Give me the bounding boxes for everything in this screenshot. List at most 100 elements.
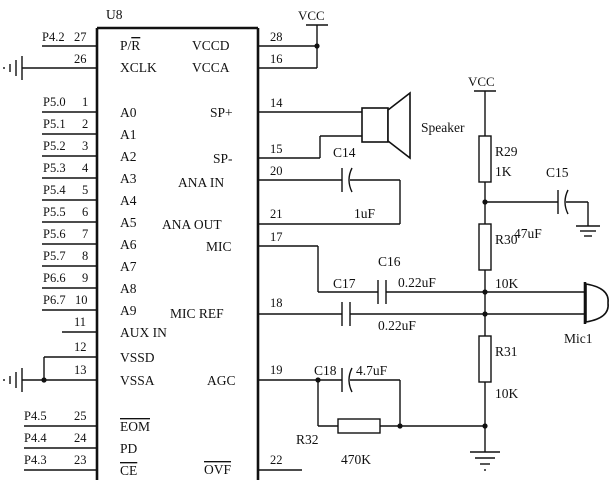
ic-u8: U8 — [95, 7, 260, 480]
ana-loop-c14: C14 1uF — [258, 145, 401, 225]
right-pins: VCCD VCCA SP+ SP- ANA IN ANA OUT MIC MIC… — [162, 30, 283, 477]
pin-num-8: 8 — [82, 249, 88, 263]
pin-net-p5-5: P5.5 — [43, 205, 66, 219]
r30-ref: R30 — [495, 232, 518, 247]
pin-num-20: 20 — [270, 164, 283, 178]
r32-value: 470K — [341, 452, 371, 467]
c18-ref: C18 — [314, 363, 337, 378]
pin-net-p5-7: P5.7 — [43, 249, 66, 263]
pin-num-26: 26 — [74, 52, 87, 66]
pin-num-27: 27 — [74, 30, 87, 44]
agc-network: C18 4.7uF R32 470K — [258, 363, 485, 467]
ground-symbol-vssa — [3, 368, 23, 392]
pin-num-19: 19 — [270, 363, 283, 377]
pin-num-10: 10 — [75, 293, 88, 307]
pin-net-p5-0: P5.0 — [43, 95, 66, 109]
pin-label-ana-out: ANA OUT — [162, 217, 222, 232]
c15-value: 47uF — [514, 226, 542, 241]
microphone: Mic1 — [564, 282, 609, 346]
c14-ref: C14 — [333, 145, 356, 160]
pin-num-25: 25 — [74, 409, 87, 423]
pin-num-2: 2 — [82, 117, 88, 131]
c16-ref: C16 — [378, 254, 401, 269]
pin-num-1: 1 — [82, 95, 88, 109]
ground-symbol-xclk — [3, 56, 23, 80]
pin-label-sp-plus: SP+ — [210, 105, 233, 120]
pin-num-21: 21 — [270, 207, 283, 221]
pin-label-pr-overbar: R — [131, 38, 140, 53]
resistor-r29: R29 1K — [478, 135, 518, 183]
pin-net-p5-6: P5.6 — [43, 227, 66, 241]
pin-label-ovf: OVF — [204, 462, 231, 477]
pin-num-5: 5 — [82, 183, 88, 197]
pin-label-a9: A9 — [120, 303, 137, 318]
pin-label-mic-ref: MIC REF — [170, 306, 224, 321]
pin-label-sp-minus: SP- — [213, 151, 233, 166]
pin-num-3: 3 — [82, 139, 88, 153]
pin-num-28: 28 — [270, 30, 283, 44]
pin-num-13: 13 — [74, 363, 87, 377]
pin-label-a2: A2 — [120, 149, 137, 164]
speaker: Speaker — [258, 91, 465, 160]
pin-label-xclk: XCLK — [120, 60, 157, 75]
pin-label-a5: A5 — [120, 215, 137, 230]
pin-num-9: 9 — [82, 271, 88, 285]
pin-num-11: 11 — [74, 315, 86, 329]
r31-ref: R31 — [495, 344, 518, 359]
mic-coupling-c17: C17 0.22uF C16 — [258, 245, 586, 304]
pin-net-p6-7: P6.7 — [43, 293, 66, 307]
pin-net-p6-6: P6.6 — [43, 271, 66, 285]
c17-ref: C17 — [333, 276, 356, 291]
pin-label-a3: A3 — [120, 171, 137, 186]
pin-net-p4-5: P4.5 — [24, 409, 47, 423]
pin-label-eom: EOM — [120, 419, 150, 434]
pin-net-p5-2: P5.2 — [43, 139, 66, 153]
pin-net-p5-4: P5.4 — [43, 183, 66, 197]
pin-label-vcca: VCCA — [192, 60, 230, 75]
c14-value: 1uF — [354, 206, 376, 221]
capacitor-c15: C15 47uF — [485, 165, 600, 241]
pin-num-4: 4 — [82, 161, 89, 175]
pin-label-mic: MIC — [206, 239, 232, 254]
pin-net-p4-3: P4.3 — [24, 453, 47, 467]
pin-num-6: 6 — [82, 205, 88, 219]
pin-num-16: 16 — [270, 52, 283, 66]
pin-label-aux-in: AUX IN — [120, 325, 167, 340]
pin-label-a6: A6 — [120, 237, 137, 252]
pin-label-ce: CE — [120, 463, 137, 478]
r32-ref: R32 — [296, 432, 319, 447]
pin-net-p5-3: P5.3 — [43, 161, 66, 175]
speaker-label: Speaker — [421, 120, 465, 135]
vcc-supply-top: VCC — [258, 8, 328, 69]
pin-net-p5-1: P5.1 — [43, 117, 66, 131]
pin-num-18: 18 — [270, 296, 283, 310]
pin-label-a4: A4 — [120, 193, 137, 208]
pin-num-23: 23 — [74, 453, 87, 467]
pin-label-vssa: VSSA — [120, 373, 155, 388]
pin-label-pr: P/R — [120, 38, 140, 53]
pin-label-vssd: VSSD — [120, 350, 155, 365]
resistor-r31: R31 10K — [478, 335, 519, 401]
pin-label-a8: A8 — [120, 281, 137, 296]
micref-coupling-c16: 0.22uF — [258, 302, 586, 333]
r29-ref: R29 — [495, 144, 518, 159]
pin-net-p4-4: P4.4 — [24, 431, 47, 445]
pin-label-a0: A0 — [120, 105, 137, 120]
r31-value: 10K — [495, 386, 519, 401]
pin-label-agc: AGC — [207, 373, 236, 388]
pin-net-p4-2: P4.2 — [42, 30, 65, 44]
pin-label-vccd: VCCD — [192, 38, 230, 53]
vcc-label-right: VCC — [468, 74, 495, 89]
c16-value: 0.22uF — [378, 318, 416, 333]
vcc-label-top: VCC — [298, 8, 325, 23]
pin-label-ana-in: ANA IN — [178, 175, 224, 190]
resistor-r30: R30 10K — [478, 223, 519, 291]
c15-ref: C15 — [546, 165, 569, 180]
pin-label-a7: A7 — [120, 259, 137, 274]
pin-label-pd: PD — [120, 441, 138, 456]
r29-value: 1K — [495, 164, 512, 179]
vcc-supply-right: VCC — [468, 74, 496, 136]
ground-symbol-r31 — [470, 451, 500, 471]
pin-num-12: 12 — [74, 340, 87, 354]
